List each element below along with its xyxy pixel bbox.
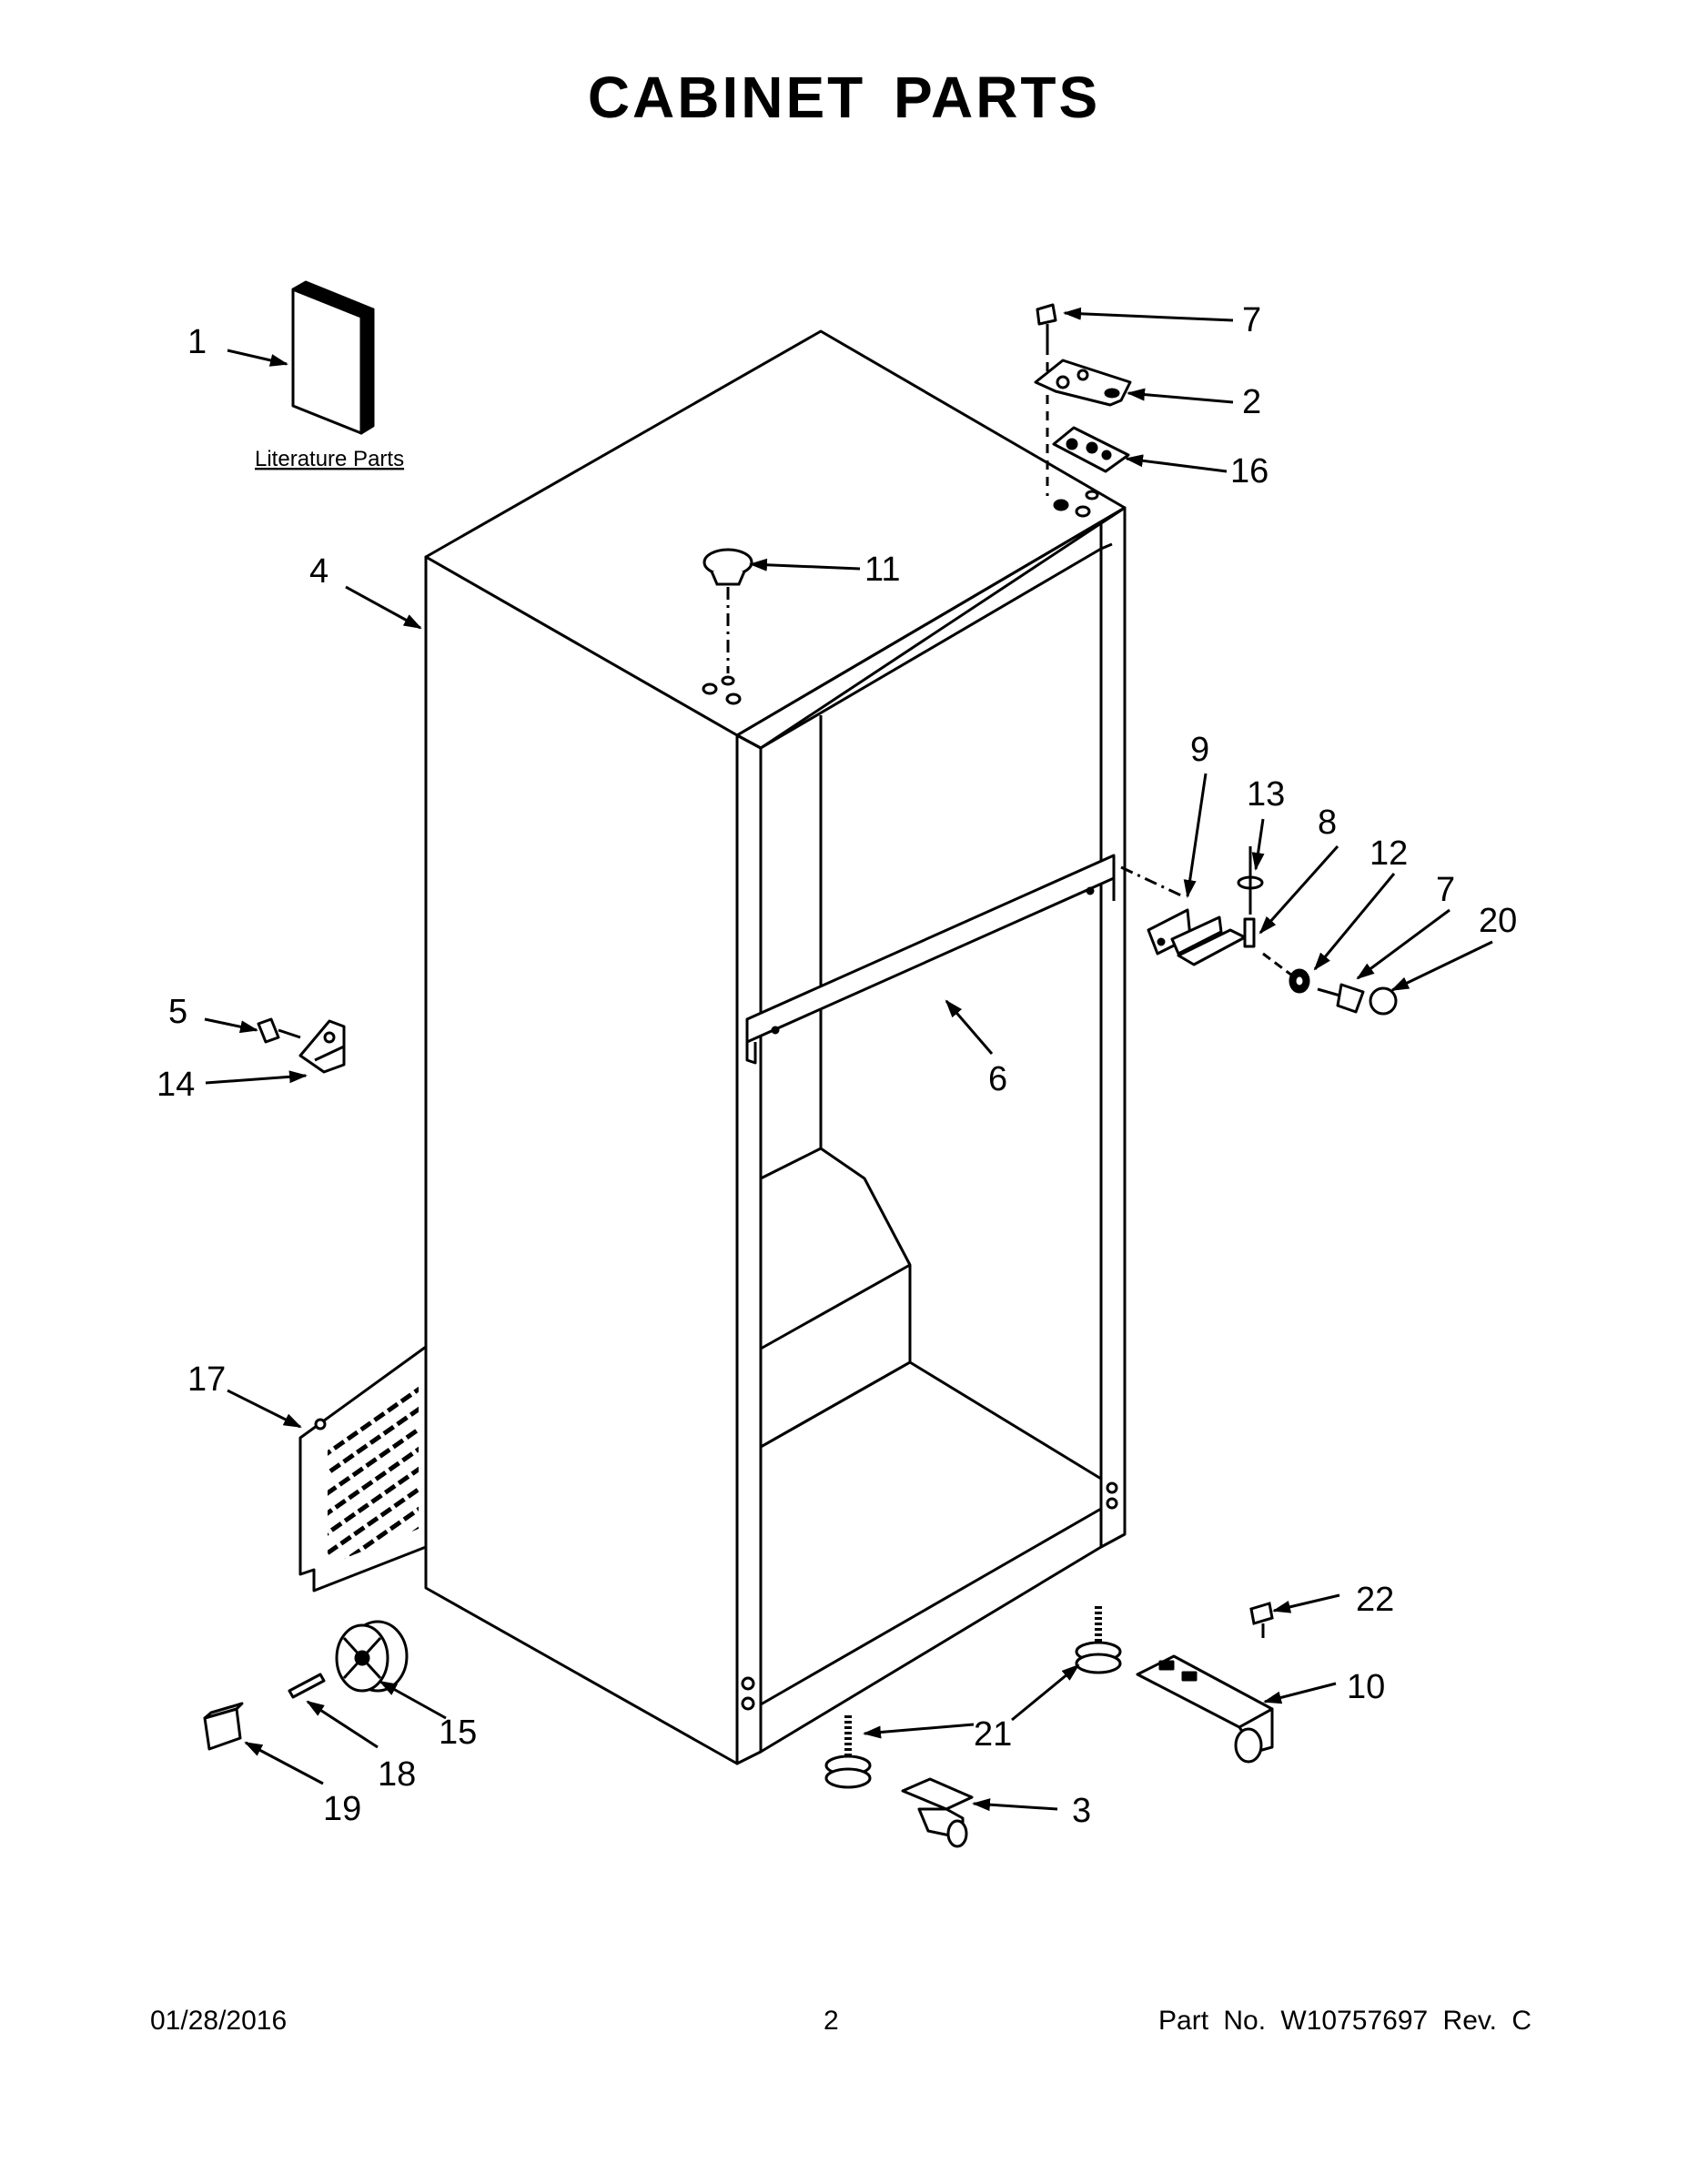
callout-11: 11: [864, 551, 900, 589]
callout-18: 18: [378, 1755, 416, 1794]
callout-6: 6: [988, 1060, 1007, 1098]
callout-4: 4: [309, 552, 329, 591]
callout-20: 20: [1479, 902, 1517, 940]
side-bracket: [257, 1017, 346, 1074]
callout-8: 8: [1318, 804, 1337, 842]
literature-parts-label: Literature Parts: [255, 447, 404, 471]
callout-21: 21: [974, 1715, 1012, 1754]
footer-date: 01/28/2016: [150, 2006, 288, 2036]
wheel-assembly: [203, 1620, 409, 1751]
callout-13: 13: [1247, 775, 1285, 814]
callout-14: 14: [157, 1066, 195, 1104]
callout-10: 10: [1347, 1668, 1385, 1706]
callout-1: 1: [187, 323, 207, 361]
callout-leaders: [204, 307, 1493, 1812]
callout-9: 9: [1190, 731, 1209, 769]
callout-3: 3: [1072, 1792, 1091, 1830]
callout-numbers: 1 4 7 2 16 11 9 13 8 12 7 20 6 5 14 17 1…: [157, 301, 1517, 1830]
callout-15: 15: [439, 1714, 477, 1752]
callout-22: 22: [1356, 1581, 1394, 1619]
divider-bar: [745, 854, 1116, 1065]
mounting-screw: [1249, 1602, 1274, 1638]
rear-access-panel: [298, 1345, 428, 1592]
footer-part-number: Part No. W10757697 Rev. C: [1158, 2006, 1531, 2036]
callout-7-top: 7: [1242, 301, 1261, 339]
page-title: CABINET PARTS: [587, 65, 1101, 130]
callout-17: 17: [187, 1360, 226, 1399]
cabinet-top-holes: [702, 490, 1118, 1711]
rear-roller-bracket: [1136, 1654, 1274, 1764]
center-hinge-assembly: [1147, 846, 1398, 1016]
callout-19: 19: [323, 1790, 361, 1828]
cabinet-shell: [424, 329, 1127, 1765]
leveling-legs: [824, 1606, 1122, 1789]
front-roller: [901, 1777, 974, 1848]
footer-page-number: 2: [824, 2006, 839, 2036]
callout-7-side: 7: [1436, 871, 1455, 909]
callout-5: 5: [168, 993, 187, 1031]
callout-2: 2: [1242, 383, 1261, 421]
callout-12: 12: [1370, 834, 1408, 873]
plug-button: [702, 548, 753, 673]
literature-booklet: [291, 280, 375, 435]
callout-16: 16: [1230, 452, 1269, 490]
